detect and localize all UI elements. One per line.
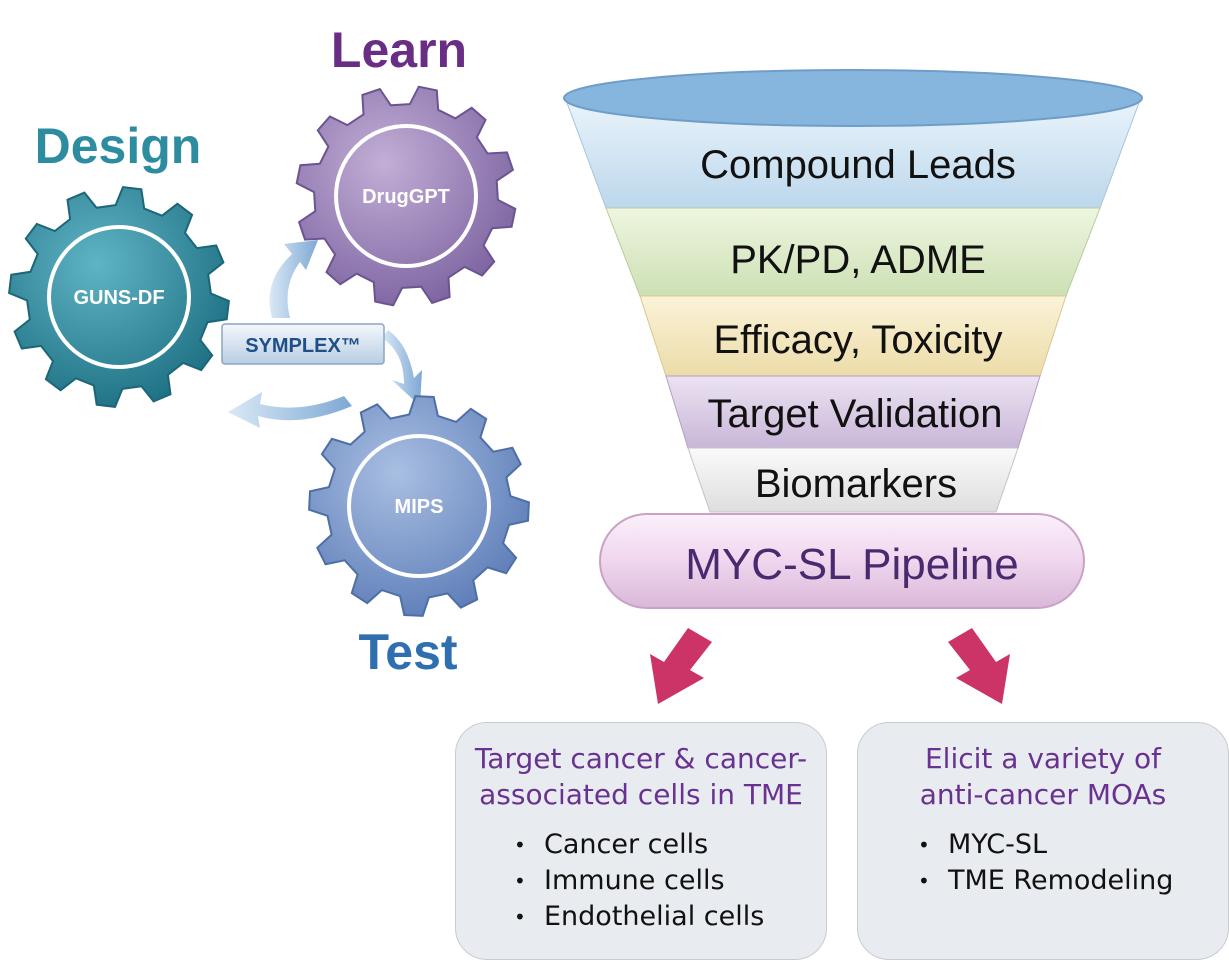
symplex-plate (221, 323, 385, 365)
down-arrow-left (650, 628, 712, 704)
list-item: TME Remodeling (918, 863, 1228, 899)
gear-test-label: MIPS (395, 496, 444, 518)
gear-design: GUNS-DF (8, 186, 230, 408)
outcome-right-heading-line1: Elicit a variety of (924, 742, 1162, 775)
pipeline-pill-shape (599, 513, 1085, 609)
gear-design-label: GUNS-DF (73, 287, 164, 309)
outcome-left-heading-line1: Target cancer & cancer- (474, 742, 808, 775)
design-label: Design (35, 118, 202, 174)
list-item: Cancer cells (514, 827, 826, 863)
cycle-arrow-up (269, 240, 318, 318)
list-item: Endothelial cells (514, 899, 826, 935)
list-item: MYC-SL (918, 827, 1228, 863)
funnel-layer-4-label: Target Validation (708, 392, 1003, 436)
funnel-layer-1-label: Compound Leads (700, 143, 1016, 187)
outcome-left-heading: Target cancer & cancer- associated cells… (468, 741, 814, 813)
down-arrow-right (948, 628, 1010, 704)
outcome-box-left: Target cancer & cancer- associated cells… (455, 722, 827, 960)
outcome-right-list: MYC-SL TME Remodeling (858, 827, 1228, 899)
outcome-left-list: Cancer cells Immune cells Endothelial ce… (456, 827, 826, 935)
cycle-arrow-down (382, 330, 422, 406)
funnel-layer-5 (687, 447, 1019, 513)
outcome-left-heading-line2: associated cells in TME (479, 778, 803, 811)
test-label: Test (358, 624, 457, 680)
funnel-layer-5-label: Biomarkers (755, 462, 957, 506)
gear-learn-body (295, 85, 517, 307)
gear-test: MIPS (308, 395, 530, 617)
cycle-arrow-left (228, 392, 352, 428)
gear-design-ring (47, 225, 191, 369)
outcome-right-heading: Elicit a variety of anti-cancer MOAs (870, 741, 1216, 813)
gear-test-ring (347, 434, 491, 578)
gear-learn-label: DrugGPT (362, 186, 450, 208)
list-item: Immune cells (514, 863, 826, 899)
gear-design-body (8, 186, 230, 408)
funnel: Compound Leads PK/PD, ADME Efficacy, Tox… (563, 69, 1143, 513)
funnel-rim (563, 69, 1143, 127)
symplex-badge: SYMPLEX™ (221, 323, 385, 365)
gear-learn: DrugGPT (295, 85, 517, 307)
funnel-layer-2-label: PK/PD, ADME (730, 238, 986, 282)
gear-test-body (308, 395, 530, 617)
funnel-layer-3-label: Efficacy, Toxicity (714, 318, 1003, 362)
outcome-box-right: Elicit a variety of anti-cancer MOAs MYC… (857, 722, 1229, 960)
outcome-right-heading-line2: anti-cancer MOAs (919, 778, 1167, 811)
pipeline-pill: MYC-SL Pipeline (599, 513, 1085, 609)
gear-learn-ring (334, 124, 478, 268)
pipeline-label: MYC-SL Pipeline (685, 540, 1018, 589)
learn-label: Learn (331, 22, 467, 78)
symplex-label: SYMPLEX™ (245, 335, 361, 357)
